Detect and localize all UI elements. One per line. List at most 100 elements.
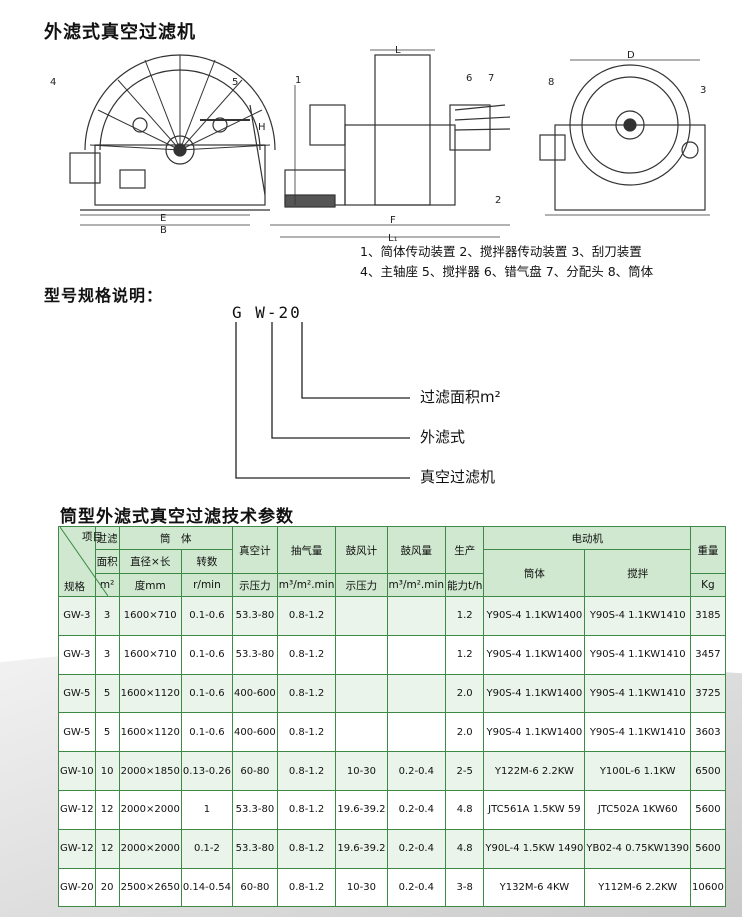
cell-capacity: 2.0 (445, 673, 485, 714)
cell-speed: 0.14-0.54 (180, 867, 234, 908)
header-spec: 规格 (64, 581, 85, 593)
cell-pump: 0.8-1.2 (276, 634, 337, 675)
cell-area: 5 (94, 712, 120, 753)
cell-air (386, 596, 447, 636)
drawing-label-l: L (395, 45, 401, 56)
cell-capacity: 2.0 (445, 712, 485, 753)
drawing-label-6: 6 (466, 73, 472, 84)
header-pump-2: m³/m².min (276, 573, 337, 597)
cell-capacity: 4.8 (445, 828, 485, 869)
header-air-1: 鼓风量 (386, 526, 447, 574)
cell-pump: 0.8-1.2 (276, 751, 337, 791)
header-weight-1: 重量 (690, 526, 726, 574)
drawing-label-8: 8 (548, 77, 554, 88)
cell-pump: 0.8-1.2 (276, 867, 337, 908)
drawing-label-d: D (627, 50, 635, 61)
cell-weight: 10600 (690, 867, 726, 908)
cell-blow: 10-30 (335, 751, 388, 791)
header-motor: 电动机 (483, 526, 692, 550)
cell-speed: 0.13-0.26 (180, 751, 234, 791)
cell-motor-stir: Y112M-6 2.2KW (584, 867, 692, 908)
header-capacity-1: 生产 (445, 526, 485, 574)
cell-speed: 0.1-2 (180, 828, 234, 869)
cell-blow (335, 634, 388, 675)
cell-air: 0.2-0.4 (386, 751, 447, 791)
drawing-label-e: E (160, 213, 166, 224)
cell-weight: 3185 (690, 596, 726, 636)
cell-speed: 0.1-0.6 (180, 634, 234, 675)
header-area-1: 过滤 (94, 526, 120, 550)
drum-front-view (69, 54, 276, 226)
cell-model: GW-5 (58, 673, 96, 714)
cell-area: 3 (94, 634, 120, 675)
cell-model: GW-12 (58, 828, 96, 869)
header-item: 项目 (82, 531, 103, 543)
cell-area: 20 (94, 867, 120, 908)
cell-motor-cylinder: Y132M-6 4KW (483, 867, 586, 908)
cell-blow (335, 712, 388, 753)
cell-vacuum: 60-80 (232, 867, 278, 908)
cell-air (386, 712, 447, 753)
cell-blow: 19.6-39.2 (335, 789, 388, 830)
cell-air: 0.2-0.4 (386, 828, 447, 869)
cell-size: 1600×1120 (118, 712, 182, 753)
cell-motor-cylinder: Y90S-4 1.1KW1400 (483, 712, 586, 753)
cell-capacity: 1.2 (445, 596, 485, 636)
corner-header: 项目 规格 (58, 526, 108, 597)
cell-vacuum: 53.3-80 (232, 596, 278, 636)
drawing-label-l1: L₁ (388, 233, 398, 244)
cell-blow: 19.6-39.2 (335, 828, 388, 869)
cell-weight: 3725 (690, 673, 726, 714)
cell-blow (335, 673, 388, 714)
cell-area: 3 (94, 596, 120, 636)
cell-vacuum: 53.3-80 (232, 789, 278, 830)
drawing-label-5: 5 (232, 77, 238, 88)
cell-area: 10 (94, 751, 120, 791)
cell-motor-stir: Y90S-4 1.1KW1410 (584, 596, 692, 636)
drawing-label-2: 2 (495, 195, 501, 206)
header-speed-2: r/min (180, 573, 234, 597)
cell-size: 2000×1850 (118, 751, 182, 791)
cell-vacuum: 400-600 (232, 673, 278, 714)
header-area-2: 面积 (94, 549, 120, 574)
cell-area: 12 (94, 789, 120, 830)
cell-capacity: 4.8 (445, 789, 485, 830)
cell-capacity: 2-5 (445, 751, 485, 791)
header-blow-2: 示压力 (335, 573, 388, 597)
cell-pump: 0.8-1.2 (276, 596, 337, 636)
cell-motor-stir: Y90S-4 1.1KW1410 (584, 634, 692, 675)
cell-speed: 0.1-0.6 (180, 596, 234, 636)
cell-vacuum: 400-600 (232, 712, 278, 753)
cell-size: 1600×710 (118, 596, 182, 636)
table-row: GW-3 3 1600×710 0.1-0.6 53.3-80 0.8-1.2 … (58, 596, 726, 636)
side-view (270, 49, 511, 238)
cell-pump: 0.8-1.2 (276, 673, 337, 714)
header-vacuum-1: 真空计 (232, 526, 278, 574)
cell-vacuum: 53.3-80 (232, 634, 278, 675)
cell-motor-stir: JTC502A 1KW60 (584, 789, 692, 830)
cell-air (386, 673, 447, 714)
cell-speed: 0.1-0.6 (180, 673, 234, 714)
cell-model: GW-3 (58, 634, 96, 675)
cell-size: 1600×1120 (118, 673, 182, 714)
cell-speed: 1 (180, 789, 234, 830)
table-body: 项目 规格 过滤 筒 体 真空计 抽气量 鼓风计 鼓风量 生产 电动机 重量 面… (58, 526, 726, 908)
header-cylinder: 筒 体 (118, 526, 234, 550)
cell-motor-stir: YB02-4 0.75KW1390 (584, 828, 692, 869)
cell-motor-stir: Y90S-4 1.1KW1410 (584, 712, 692, 753)
table-row: GW-5 5 1600×1120 0.1-0.6 400-600 0.8-1.2… (58, 673, 726, 714)
legend-line: 1、简体传动装置 2、搅拌器传动装置 3、刮刀装置 (360, 244, 642, 259)
cell-size: 2000×2000 (118, 789, 182, 830)
cell-model: GW-3 (58, 596, 96, 636)
table-row: GW-10 10 2000×1850 0.13-0.26 60-80 0.8-1… (58, 751, 726, 791)
end-view (539, 59, 710, 216)
cell-vacuum: 60-80 (232, 751, 278, 791)
cell-motor-cylinder: Y90S-4 1.1KW1400 (483, 596, 586, 636)
cell-size: 2500×2650 (118, 867, 182, 908)
model-spec-heading: 型号规格说明： (44, 286, 164, 305)
cell-blow (335, 596, 388, 636)
header-speed-1: 转数 (180, 549, 234, 574)
model-code-diagram (235, 322, 410, 479)
parts-legend: 1、简体传动装置 2、搅拌器传动装置 3、刮刀装置 4、主轴座 5、搅拌器 6、… (360, 242, 720, 282)
drawing-label-f: F (390, 215, 396, 226)
